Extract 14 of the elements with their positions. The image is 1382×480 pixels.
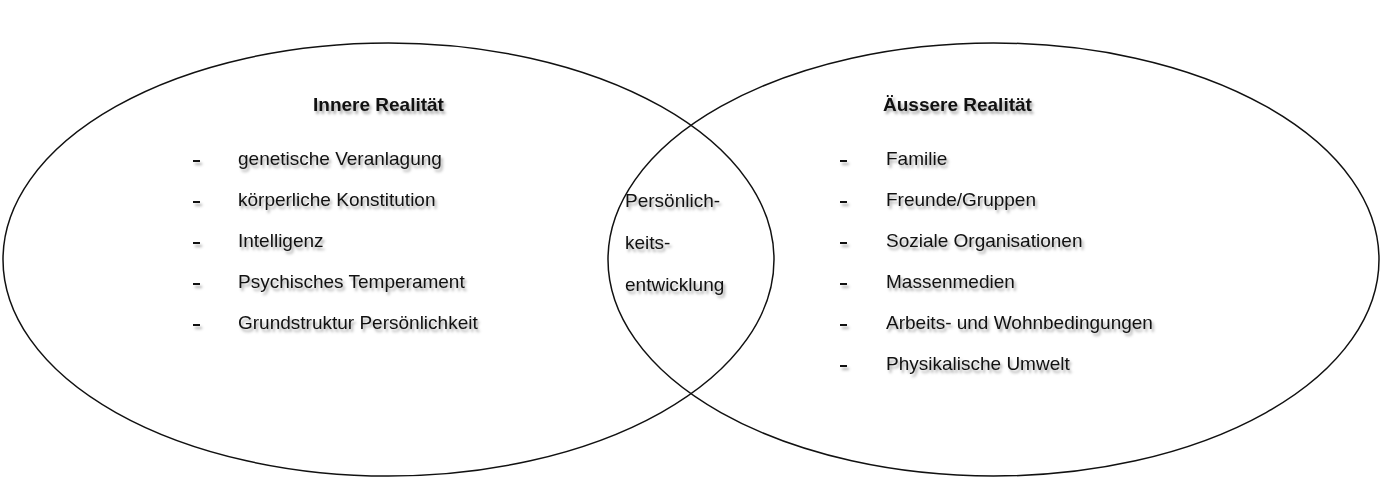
list-item: körperliche Konstitution (238, 189, 436, 211)
list-item: Familie (886, 148, 948, 170)
intersection-label: Persönlich- keits- entwicklung (625, 180, 753, 306)
list-item: Arbeits- und Wohnbedingungen (886, 312, 1153, 334)
list-item: Intelligenz (238, 230, 324, 252)
list-item: genetische Veranlagung (238, 148, 442, 170)
list-item: Psychisches Temperament (238, 271, 465, 293)
list-item: Massenmedien (886, 271, 1015, 293)
list-item: Physikalische Umwelt (886, 353, 1070, 375)
list-item: Grundstruktur Persönlichkeit (238, 312, 478, 334)
set-heading: Innere Realität (313, 94, 444, 116)
list-item: Freunde/Gruppen (886, 189, 1036, 211)
list-item: Soziale Organisationen (886, 230, 1083, 252)
set-heading: Äussere Realität (883, 94, 1032, 116)
